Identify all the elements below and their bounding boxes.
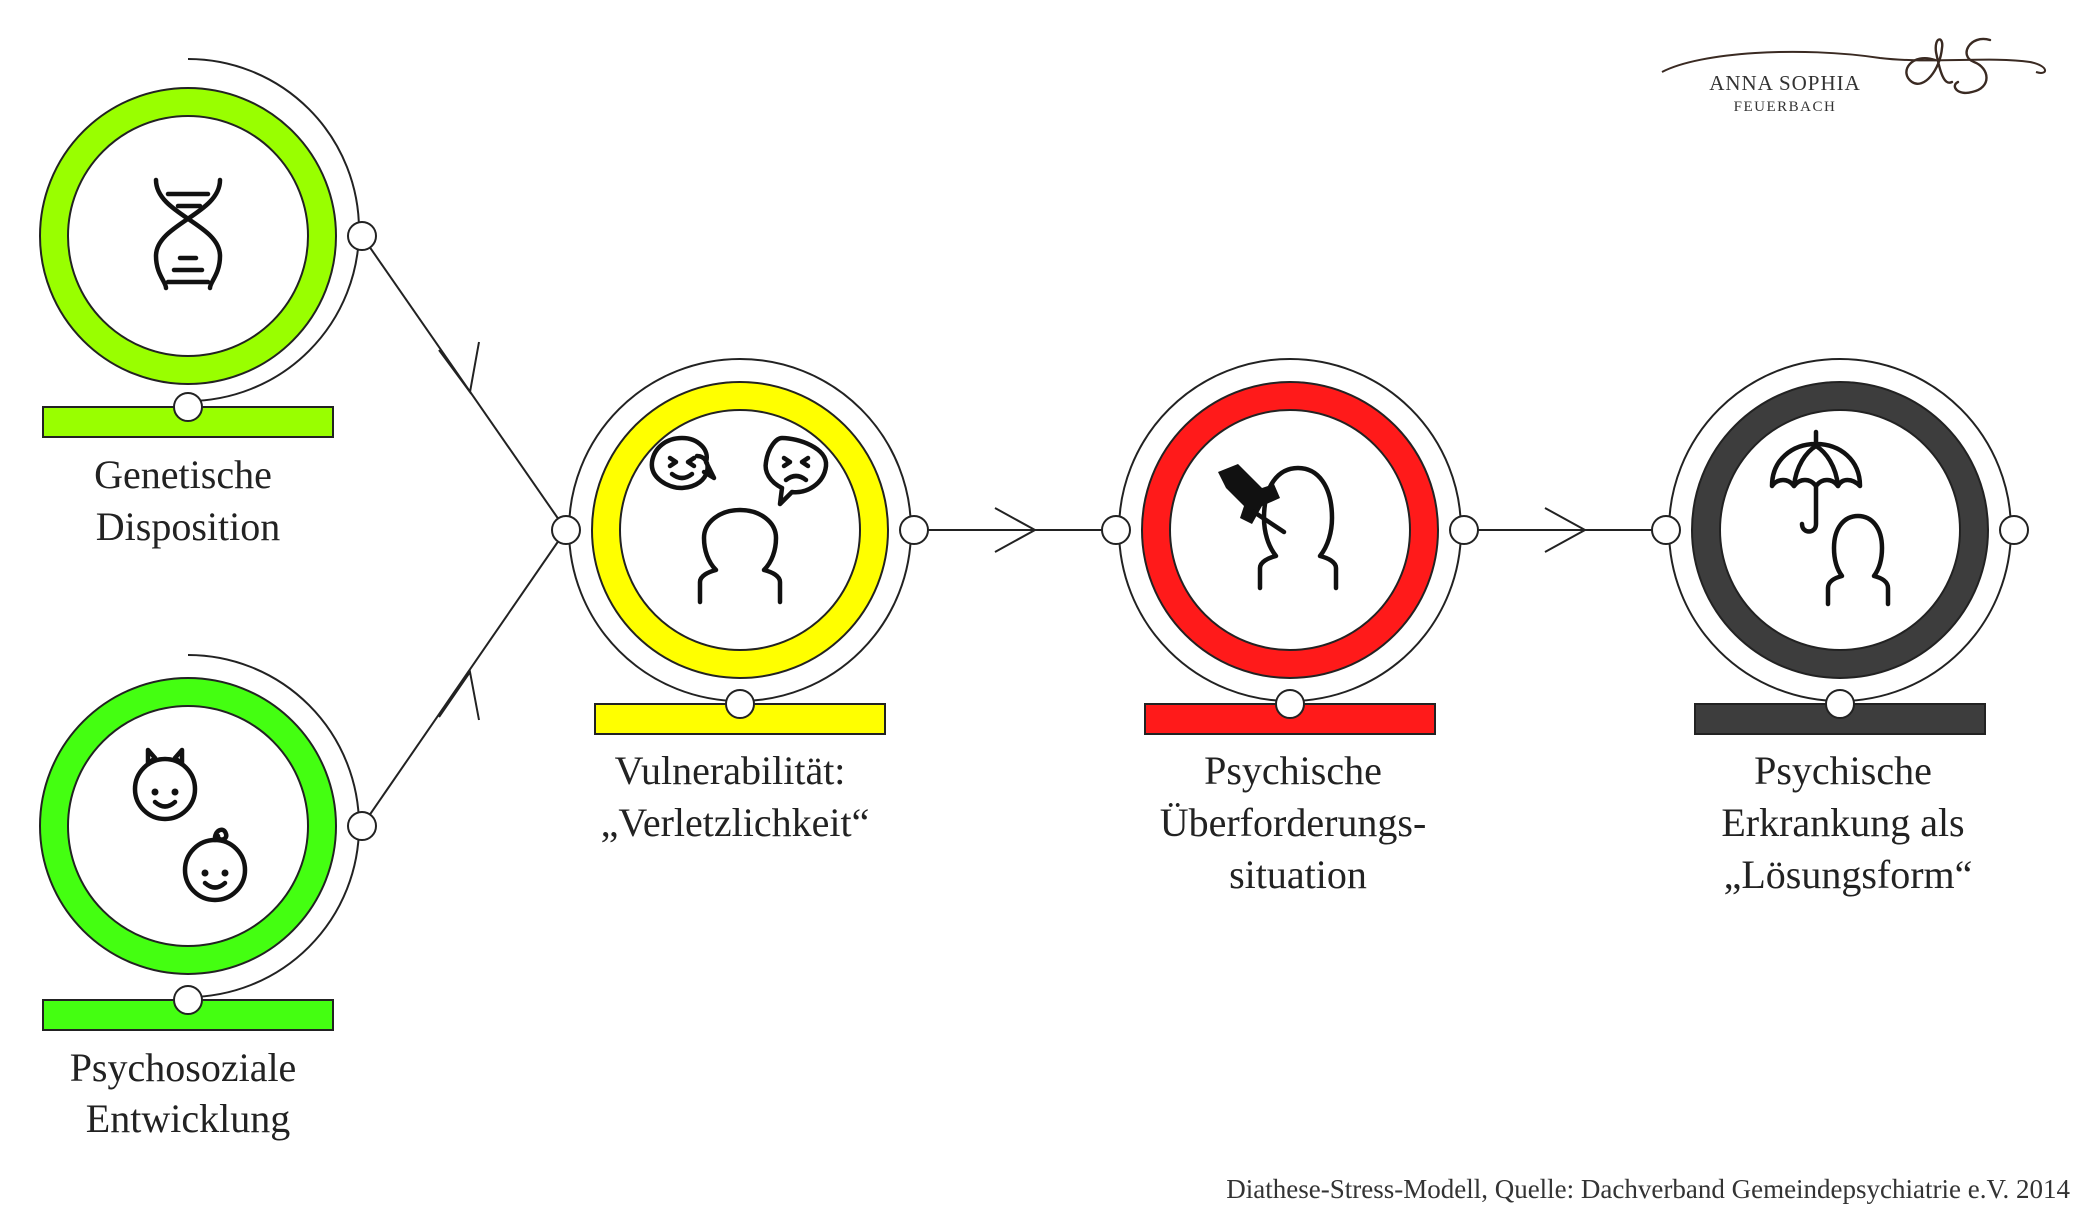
ring-border-inner: [1719, 409, 1961, 651]
connector-dot: [173, 985, 203, 1015]
dna-icon: [153, 177, 223, 291]
connector-dot: [1825, 689, 1855, 719]
ring-border: [1691, 381, 1989, 679]
connector-dot: [1275, 689, 1305, 719]
node-illness: Psychische Erkrankung als „Lösungsform“: [1651, 358, 2029, 897]
label-line: Erkrankung als: [1721, 800, 1964, 845]
logo-monogram: [1905, 37, 1992, 95]
label-line: Disposition: [96, 504, 280, 549]
person-umbrella-icon: [1769, 429, 1891, 607]
ring-border-inner: [1169, 409, 1411, 651]
ring-border: [39, 677, 337, 975]
connector-dot: [1651, 515, 1681, 545]
connectors: [361, 235, 1666, 827]
color-ring: [1142, 382, 1438, 678]
ring-border: [591, 381, 889, 679]
color-ring: [40, 678, 336, 974]
babies-icon: [132, 747, 248, 903]
node-label: Psychosoziale Entwicklung: [70, 1045, 307, 1141]
ring-border-inner: [67, 705, 309, 947]
connector-dot: [1449, 515, 1479, 545]
color-ring: [592, 382, 888, 678]
label-line: Psychische: [1754, 748, 1932, 793]
ring-border: [1141, 381, 1439, 679]
label-line: Psychische: [1204, 748, 1382, 793]
label-line: „Verletzlichkeit“: [601, 800, 870, 845]
label-line: Genetische: [94, 452, 272, 497]
logo-swash: [1661, 50, 2046, 74]
edge-arrowhead: [994, 507, 1038, 553]
label-line: „Lösungsform“: [1724, 852, 1973, 897]
edge-arrowhead: [438, 341, 480, 395]
node-genetic: Genetische Disposition: [39, 58, 377, 549]
node-psychosocial: Psychosoziale Entwicklung: [39, 654, 377, 1141]
node-label: Genetische Disposition: [94, 452, 282, 549]
person-pushpin-icon: [1218, 464, 1339, 591]
color-ring: [1692, 382, 1988, 678]
connector-dot: [347, 811, 377, 841]
label-line: Vulnerabilität:: [615, 748, 846, 793]
connector-dot: [551, 515, 581, 545]
label-line: Entwicklung: [86, 1096, 290, 1141]
connector-dot: [347, 221, 377, 251]
edge-arrowhead: [438, 669, 480, 721]
pushpin-icon: [1218, 464, 1280, 524]
node-label: Psychische Überforderungs- situation: [1160, 748, 1437, 897]
label-line: situation: [1229, 852, 1367, 897]
person-speech-bubbles-icon: [649, 435, 829, 605]
logo: ANNA SOPHIA FEUERBACH: [1661, 37, 2046, 115]
ring-border: [39, 87, 337, 385]
logo-surname: FEUERBACH: [1734, 99, 1837, 115]
connector-dot: [1101, 515, 1131, 545]
connector-dot: [725, 689, 755, 719]
source-caption: Diathese-Stress-Modell, Quelle: Dachverb…: [1226, 1174, 2070, 1204]
connector-dot: [899, 515, 929, 545]
label-line: Psychosoziale: [70, 1045, 297, 1090]
ring-border-inner: [67, 115, 309, 357]
color-ring: [40, 88, 336, 384]
node-vulnerability: Vulnerabilität: „Verletzlichkeit“: [551, 358, 929, 845]
label-line: Überforderungs-: [1160, 800, 1427, 845]
logo-name: ANNA SOPHIA: [1709, 71, 1861, 95]
ring-border-inner: [619, 409, 861, 651]
node-overload: Psychische Überforderungs- situation: [1101, 358, 1479, 897]
node-label: Psychische Erkrankung als „Lösungsform“: [1721, 748, 1974, 897]
edge-psychosocial-to-vulnerability: [361, 529, 567, 827]
edge-arrowhead: [1544, 507, 1588, 553]
node-label: Vulnerabilität: „Verletzlichkeit“: [601, 748, 870, 845]
connector-dot: [1999, 515, 2029, 545]
connector-dot: [173, 392, 203, 422]
